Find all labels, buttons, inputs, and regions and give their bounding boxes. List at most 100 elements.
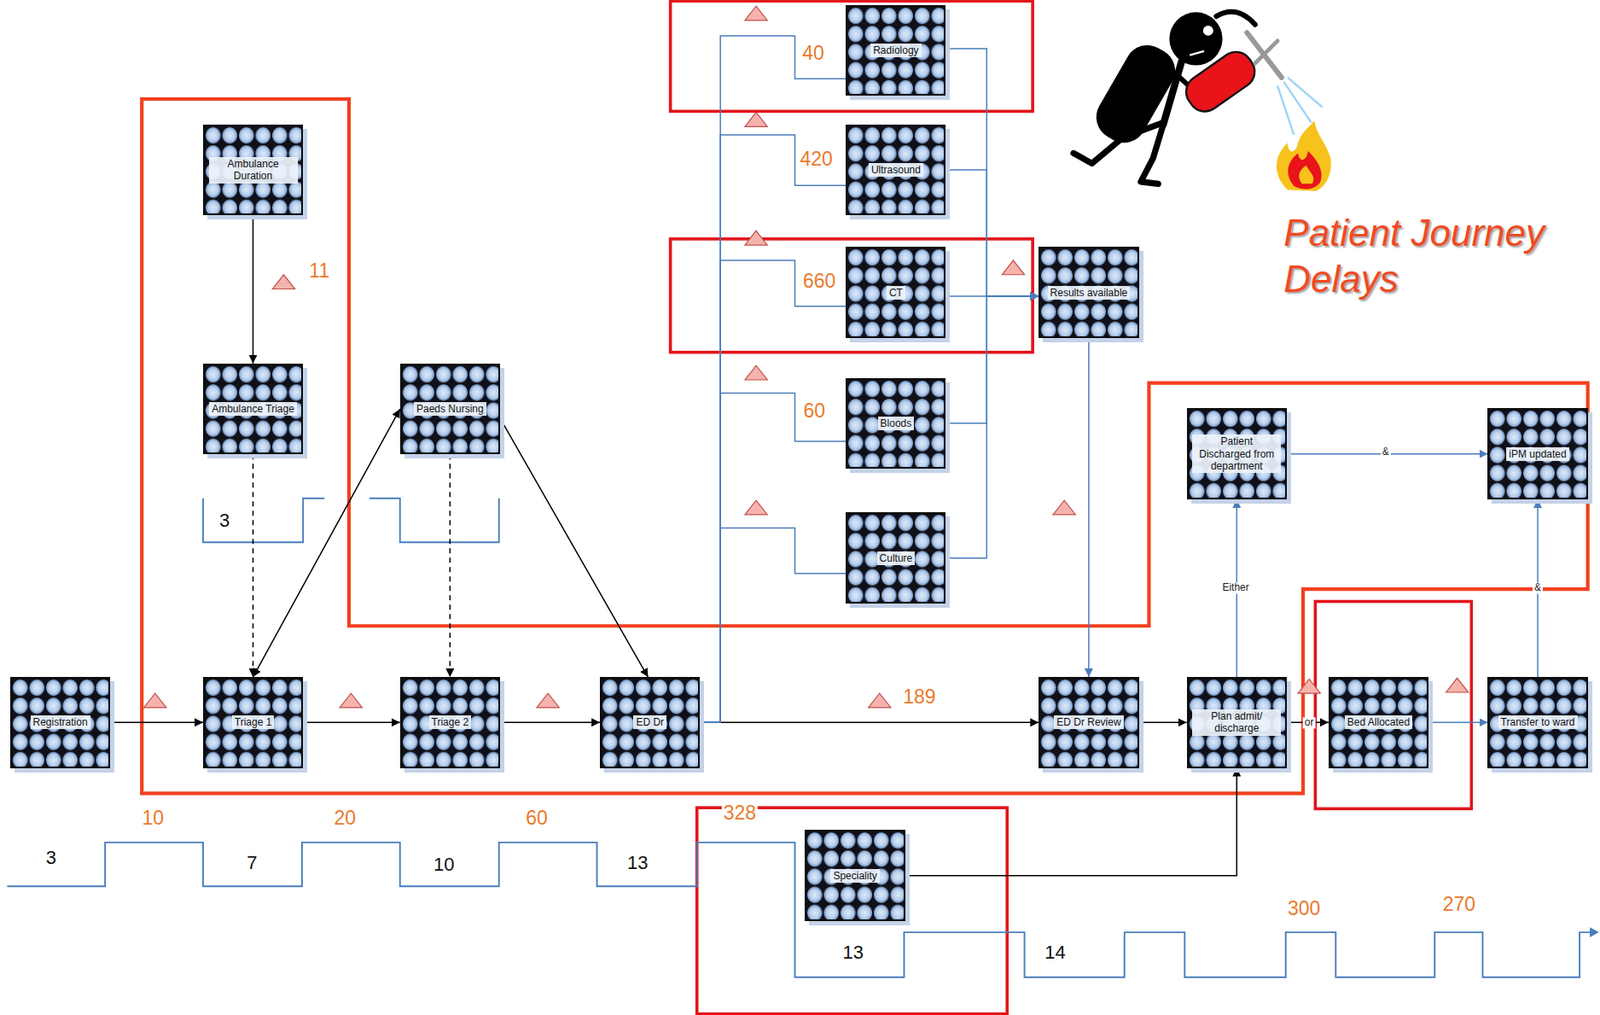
box-label: Paeds Nursing — [413, 401, 487, 416]
diagram-title: Patient Journey Delays — [1283, 209, 1591, 302]
callout-number: 7 — [244, 852, 259, 873]
callout-number: 660 — [801, 270, 838, 292]
edge-label: or — [1303, 716, 1316, 728]
box-label: Triage 1 — [232, 715, 275, 729]
box-label: Culture — [877, 551, 916, 565]
connector — [449, 453, 452, 677]
connector — [252, 215, 255, 363]
box-label: Bloods — [878, 416, 915, 431]
figure-leg — [1140, 124, 1164, 184]
nozzle — [1255, 40, 1278, 64]
box-label: Ultrasound — [868, 162, 924, 177]
timeline-step — [203, 498, 500, 542]
spray — [1277, 77, 1323, 135]
process-box: Registration — [10, 676, 111, 768]
delay-triangle — [272, 274, 295, 290]
delay-highlight — [1314, 601, 1472, 809]
delay-triangle — [868, 692, 891, 708]
process-box: Transfer to ward — [1487, 676, 1588, 768]
firefighter-illustration — [1073, 11, 1332, 192]
box-label: ED Dr — [633, 715, 667, 729]
process-box: Speciality — [804, 829, 905, 920]
process-box: Bloods — [845, 378, 946, 469]
process-box: Bed Allocated — [1328, 676, 1429, 768]
edge-label: Either — [1220, 581, 1251, 594]
flame — [1287, 151, 1321, 190]
connector — [1088, 337, 1090, 677]
flame — [1276, 120, 1332, 192]
box-label: Patient Discharged from department — [1192, 434, 1281, 473]
figure-leg — [1073, 122, 1164, 164]
callout-number: 13 — [840, 942, 865, 963]
connector — [110, 721, 204, 724]
edge-label: & — [1380, 446, 1391, 458]
box-label: Triage 2 — [429, 715, 472, 729]
box-label: iPM updated — [1506, 447, 1569, 461]
callout-number: 40 — [800, 43, 827, 65]
callout-number: 20 — [331, 808, 358, 830]
box-label: Results available — [1047, 285, 1131, 300]
box-label: Transfer to ward — [1498, 715, 1578, 729]
nozzle — [1246, 32, 1282, 78]
flame — [1298, 165, 1314, 185]
connector — [946, 296, 1040, 559]
callout-number: 10 — [140, 808, 167, 830]
figure-eye — [1203, 25, 1214, 36]
box-label: Ambulance Duration — [209, 157, 298, 184]
box-label: Speciality — [830, 868, 879, 883]
delay-triangle — [1001, 260, 1024, 275]
connector — [946, 48, 1040, 297]
delay-triangle — [744, 112, 768, 128]
connector — [699, 134, 846, 722]
callout-number: 189 — [901, 686, 937, 708]
connector — [699, 721, 1039, 724]
callout-number: 3 — [217, 510, 232, 531]
delay-region — [141, 98, 1588, 793]
connector — [1139, 721, 1187, 724]
box-label: Bed Allocated — [1344, 715, 1413, 729]
delay-triangle — [744, 500, 768, 515]
process-box: Paeds Nursing — [400, 363, 501, 454]
edge-label: & — [1532, 581, 1543, 594]
process-box: Radiology — [845, 5, 946, 96]
delay-triangle — [339, 692, 362, 708]
process-box: ED Dr Review — [1038, 676, 1139, 768]
timeline-step — [6, 842, 1592, 978]
callout-number: 60 — [801, 400, 827, 422]
callout-number: 14 — [1042, 942, 1067, 963]
delay-triangle — [744, 365, 768, 380]
delay-triangle — [1445, 677, 1468, 693]
callout-number: 300 — [1285, 897, 1322, 920]
process-box: CT — [845, 246, 946, 338]
connector — [699, 393, 846, 723]
connector — [1428, 721, 1488, 724]
process-box: ED Dr — [599, 676, 700, 768]
delay-triangle — [1297, 678, 1321, 693]
figure-head — [1169, 11, 1222, 65]
delay-triangle — [536, 692, 559, 708]
process-box: Triage 2 — [400, 676, 501, 768]
delay-markers — [144, 5, 1469, 708]
figure-arm — [1216, 11, 1255, 25]
connector — [946, 296, 1040, 424]
callout-number: 3 — [44, 847, 59, 868]
callout-number: 60 — [523, 808, 550, 830]
connector — [946, 169, 1040, 297]
connector — [252, 453, 255, 677]
delay-triangle — [744, 5, 768, 21]
box-label: Ambulance Triage — [209, 401, 297, 416]
connector — [699, 35, 846, 722]
figure-body — [1163, 61, 1182, 125]
delay-highlight — [697, 807, 1008, 1014]
connector — [500, 418, 649, 677]
process-box: Plan admit/ discharge — [1186, 676, 1287, 768]
process-box: Ambulance Triage — [203, 363, 303, 454]
delay-highlight — [670, 0, 1034, 111]
process-box: Triage 1 — [203, 676, 303, 768]
connector — [699, 527, 846, 722]
connector — [302, 721, 401, 724]
connector — [699, 260, 846, 722]
callout-number: 328 — [721, 802, 758, 825]
callout-number: 420 — [797, 148, 834, 170]
